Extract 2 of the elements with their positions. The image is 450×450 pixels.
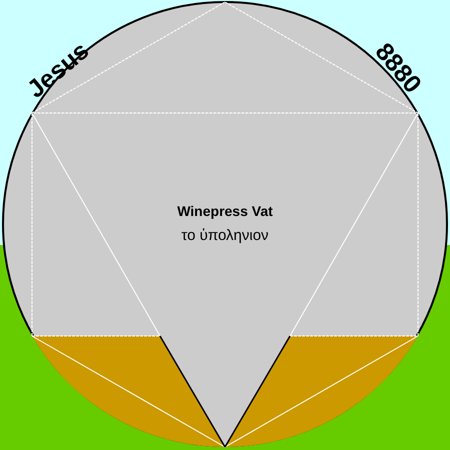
vat-title: Winepress Vat <box>176 203 274 219</box>
greek-subtitle: το ὑποληνιον <box>180 227 270 244</box>
